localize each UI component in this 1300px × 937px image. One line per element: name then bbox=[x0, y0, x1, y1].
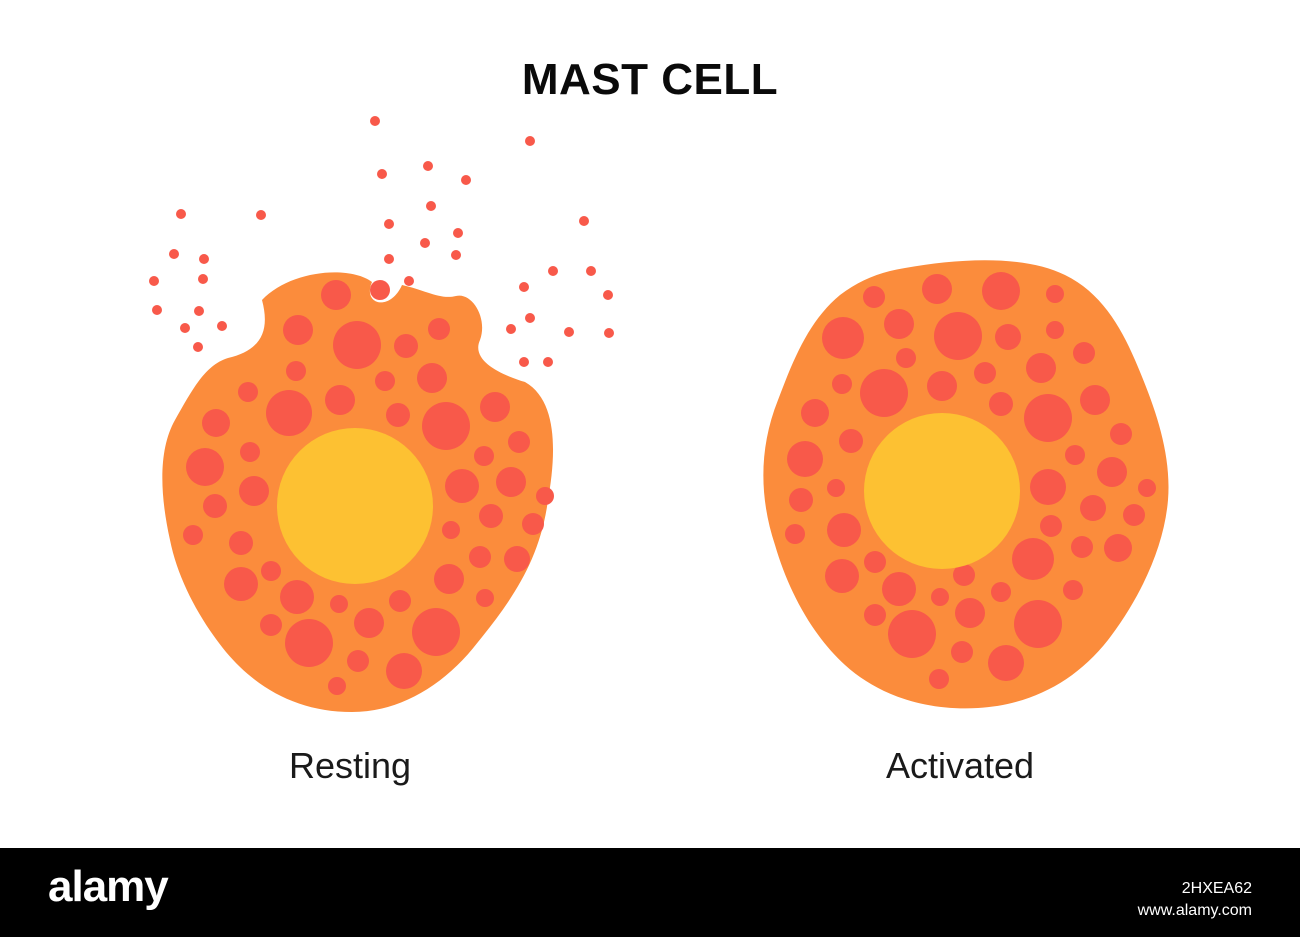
right-cell-nucleus bbox=[864, 413, 1020, 569]
left-cell bbox=[149, 116, 614, 712]
site-url: www.alamy.com bbox=[1137, 902, 1252, 919]
left-cell-nucleus bbox=[277, 428, 433, 584]
stock-footer-bar: alamy 2HXEA62 www.alamy.com bbox=[0, 848, 1300, 937]
image-id-block: 2HXEA62 www.alamy.com bbox=[1138, 878, 1252, 922]
left-granules bbox=[183, 280, 554, 695]
right-cell bbox=[763, 260, 1169, 709]
diagram-canvas bbox=[149, 116, 1169, 712]
activated-label: Activated bbox=[885, 745, 1035, 786]
right-granules bbox=[785, 272, 1156, 689]
diagram-title: MAST CELL bbox=[521, 55, 779, 104]
image-code: 2HXEA62 bbox=[1181, 880, 1252, 897]
released-granules bbox=[149, 116, 614, 367]
alamy-logo: alamy bbox=[48, 862, 169, 911]
resting-label: Resting bbox=[288, 745, 412, 786]
